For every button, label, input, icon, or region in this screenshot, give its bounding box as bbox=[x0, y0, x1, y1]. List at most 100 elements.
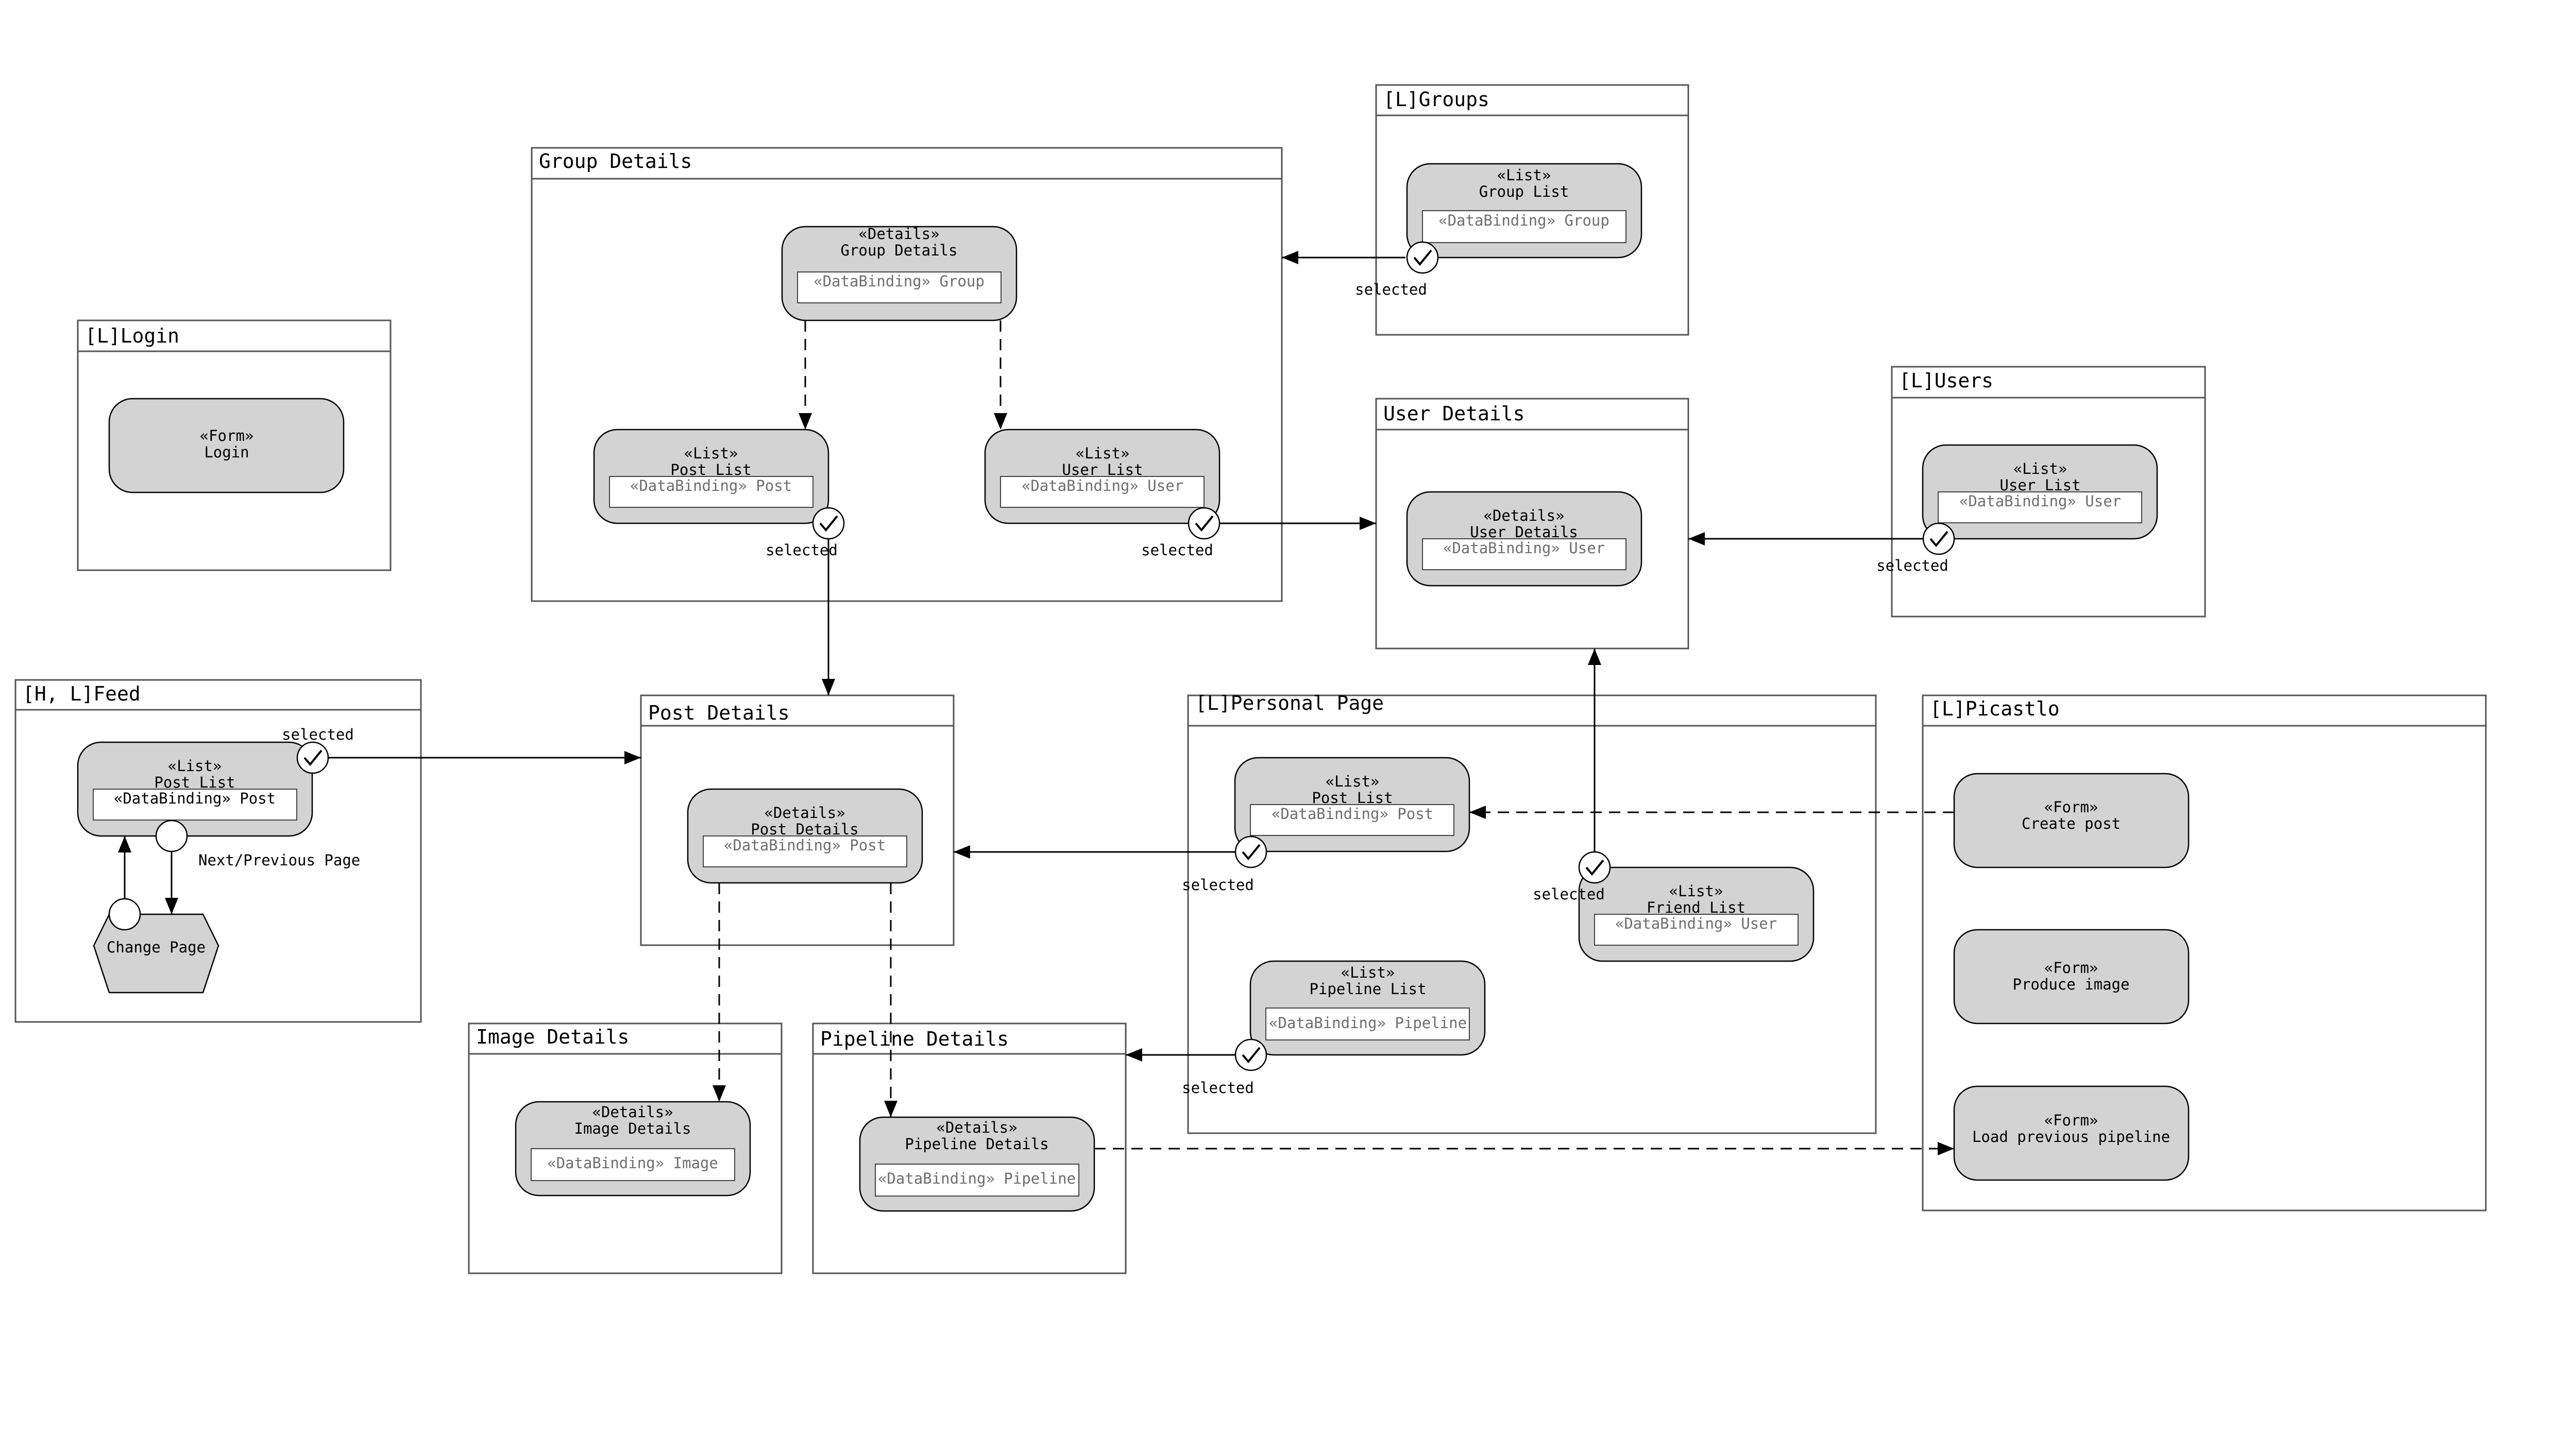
check-icon bbox=[1413, 249, 1432, 266]
view-title: [L]Picastlo bbox=[1930, 697, 2060, 720]
component-stereotype: «Details» bbox=[1483, 507, 1564, 524]
component-stereotype: «Details» bbox=[936, 1119, 1017, 1136]
event-label: selected bbox=[1182, 876, 1254, 894]
component-produce-image-form[interactable]: «Form» Produce image bbox=[1953, 929, 2190, 1025]
component-stereotype: «List» bbox=[1497, 166, 1551, 184]
check-icon bbox=[1242, 844, 1261, 861]
component-name: Pipeline List bbox=[1310, 980, 1427, 998]
check-icon bbox=[1929, 531, 1948, 548]
component-pd-details: «Details» Post Details «DataBinding» Pos… bbox=[687, 788, 923, 884]
check-icon bbox=[819, 515, 838, 532]
component-name: Create post bbox=[2022, 815, 2121, 832]
component-gd-user-list[interactable]: «List» User List «DataBinding» User bbox=[984, 429, 1221, 524]
view-title: [H, L]Feed bbox=[23, 682, 141, 705]
selected-event-friendlist[interactable] bbox=[1578, 851, 1611, 884]
component-stereotype: «Details» bbox=[858, 225, 939, 243]
selected-event-groups[interactable] bbox=[1406, 241, 1439, 274]
component-pld-details: «Details» Pipeline Details «DataBinding»… bbox=[859, 1116, 1095, 1212]
data-binding: «DataBinding» User bbox=[1615, 915, 1777, 932]
component-id-details: «Details» Image Details «DataBinding» Im… bbox=[515, 1101, 751, 1197]
selected-event-gd-postlist[interactable] bbox=[812, 507, 845, 540]
component-ud-details: «Details» User Details «DataBinding» Use… bbox=[1406, 491, 1642, 587]
component-stereotype: «Details» bbox=[764, 804, 845, 822]
view-title: [L]Groups bbox=[1383, 88, 1489, 111]
component-name: Image Details bbox=[574, 1120, 691, 1137]
view-title: [L]Personal Page bbox=[1195, 692, 1384, 714]
event-label: selected bbox=[766, 541, 838, 559]
component-stereotype: «List» bbox=[1669, 882, 1723, 900]
event-label: selected bbox=[1141, 541, 1213, 559]
event-label-next-previous: Next/Previous Page bbox=[198, 851, 360, 869]
component-name: Group Details bbox=[841, 242, 958, 259]
event-labels: selected selected selected selected sele… bbox=[198, 281, 1948, 1097]
component-name: Group List bbox=[1479, 183, 1569, 200]
selected-event-pp-postlist[interactable] bbox=[1234, 835, 1267, 868]
component-load-pipeline-form[interactable]: «Form» Load previous pipeline bbox=[1953, 1085, 2190, 1181]
component-stereotype: «Details» bbox=[592, 1103, 673, 1121]
data-binding: «DataBinding» Group bbox=[814, 272, 985, 290]
data-binding: «DataBinding» Pipeline bbox=[1269, 1014, 1467, 1032]
component-users-list[interactable]: «List» User List «DataBinding» User bbox=[1922, 444, 2158, 540]
change-page-event[interactable] bbox=[108, 898, 141, 931]
data-binding: «DataBinding» Group bbox=[1438, 212, 1609, 229]
data-binding: «DataBinding» Image bbox=[547, 1154, 718, 1172]
component-name: Post List bbox=[1312, 789, 1393, 807]
event-label: selected bbox=[1355, 281, 1427, 298]
component-group-details: «Details» Group Details «DataBinding» Gr… bbox=[781, 225, 1018, 321]
data-binding: «DataBinding» User bbox=[1959, 492, 2121, 510]
component-stereotype: «List» bbox=[1326, 773, 1380, 790]
data-binding: «DataBinding» Pipeline bbox=[878, 1170, 1076, 1187]
component-feed-post-list[interactable]: «List» Post List «DataBinding» Post bbox=[77, 741, 313, 837]
component-stereotype: «Form» bbox=[2044, 1112, 2098, 1129]
view-feed: [H, L]Feed bbox=[14, 679, 422, 1023]
check-icon bbox=[1242, 1047, 1261, 1064]
selected-event-feed[interactable] bbox=[296, 741, 329, 774]
view-title: User Details bbox=[1383, 402, 1525, 425]
component-stereotype: «Form» bbox=[2044, 798, 2098, 816]
event-label: selected bbox=[282, 726, 354, 743]
data-binding: «DataBinding» Post bbox=[1272, 805, 1433, 823]
component-name: Pipeline Details bbox=[905, 1135, 1048, 1153]
view-title: Pipeline Details bbox=[820, 1028, 1009, 1050]
component-name: User List bbox=[1999, 476, 2080, 494]
view-group-details: Group Details bbox=[531, 147, 1283, 602]
component-name: Post List bbox=[670, 461, 751, 479]
component-pp-friend-list[interactable]: «List» Friend List «DataBinding» User bbox=[1578, 866, 1815, 962]
component-name: Friend List bbox=[1647, 899, 1745, 916]
next-previous-event[interactable] bbox=[155, 820, 188, 852]
data-binding: «DataBinding» User bbox=[1022, 477, 1183, 494]
selected-event-pipelinelist[interactable] bbox=[1234, 1038, 1267, 1071]
event-label: selected bbox=[1533, 885, 1605, 903]
data-binding: «DataBinding» Post bbox=[630, 477, 792, 494]
component-stereotype: «Form» bbox=[200, 427, 254, 445]
data-flows bbox=[713, 320, 1954, 1155]
selected-event-gd-userlist[interactable] bbox=[1188, 507, 1221, 540]
component-create-post-form[interactable]: «Form» Create post bbox=[1953, 773, 2190, 868]
check-icon bbox=[303, 749, 323, 766]
component-group-list[interactable]: «List» Group List «DataBinding» Group bbox=[1406, 163, 1642, 259]
view-title: Group Details bbox=[539, 150, 692, 173]
component-login-form[interactable]: «Form» Login bbox=[108, 398, 345, 493]
component-stereotype: «List» bbox=[1341, 964, 1395, 981]
component-gd-post-list[interactable]: «List» Post List «DataBinding» Post bbox=[593, 429, 829, 524]
data-binding: «DataBinding» User bbox=[1443, 539, 1605, 557]
component-name: Post Details bbox=[751, 821, 859, 838]
component-name: Produce image bbox=[2013, 976, 2130, 993]
navigation-flows bbox=[118, 251, 1923, 1062]
view-title: Image Details bbox=[476, 1026, 629, 1048]
event-label: selected bbox=[1182, 1079, 1254, 1097]
component-change-page[interactable]: Change Page bbox=[93, 913, 219, 994]
selected-event-users[interactable] bbox=[1922, 522, 1955, 555]
component-stereotype: «Form» bbox=[2044, 959, 2098, 977]
event-label: selected bbox=[1876, 557, 1948, 574]
component-name: Login bbox=[204, 443, 249, 461]
component-stereotype: «List» bbox=[684, 445, 738, 462]
view-title: [L]Users bbox=[1899, 369, 1993, 392]
component-pp-post-list[interactable]: «List» Post List «DataBinding» Post bbox=[1234, 757, 1470, 852]
data-binding: «DataBinding» Post bbox=[724, 837, 886, 854]
component-name: User Details bbox=[1470, 523, 1578, 541]
component-pp-pipeline-list[interactable]: «List» Pipeline List «DataBinding» Pipel… bbox=[1249, 960, 1486, 1056]
view-title: Post Details bbox=[648, 702, 790, 724]
component-name: Load previous pipeline bbox=[1972, 1128, 2170, 1146]
